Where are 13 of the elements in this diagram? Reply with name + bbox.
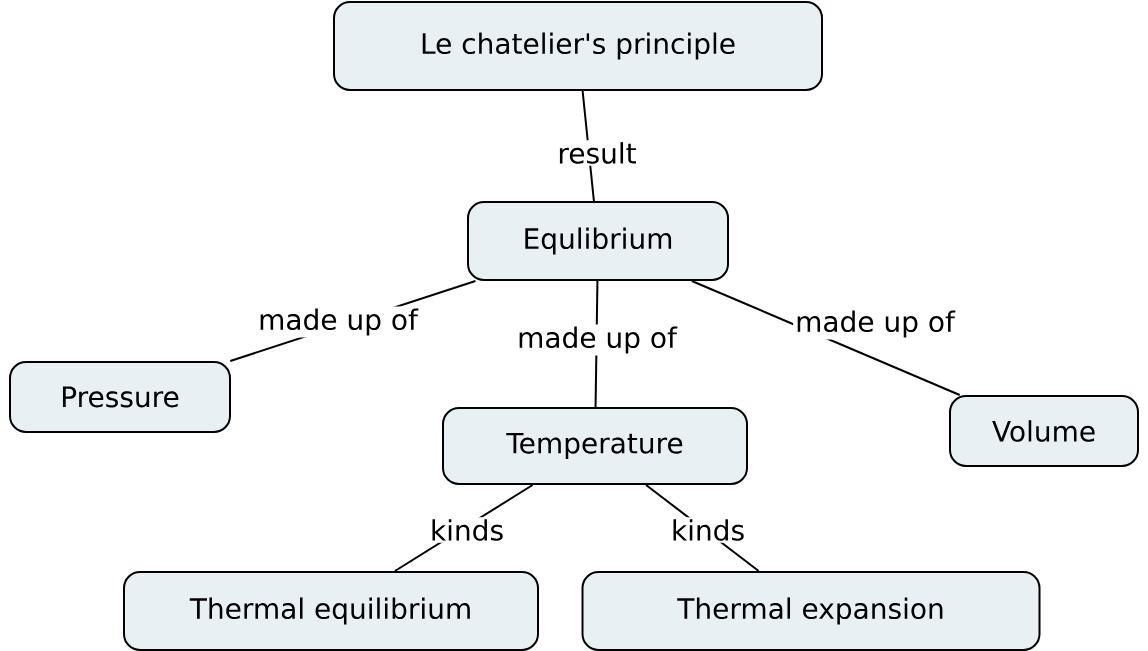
edge-label: made up of [515, 324, 679, 356]
concept-box: Thermal equilibrium [123, 571, 539, 651]
concept-box: Thermal expansion [581, 571, 1041, 651]
concept-box: Pressure [9, 361, 231, 433]
concept-box: Temperature [442, 407, 748, 485]
edge-label: made up of [256, 306, 420, 338]
edge-label: kinds [427, 517, 507, 543]
edge-label: result [555, 140, 639, 166]
concept-box: Le chatelier's principle [333, 1, 823, 91]
edge-label: kinds [668, 517, 748, 543]
edge-label: made up of [793, 308, 957, 340]
concept-box: Equlibrium [467, 201, 729, 281]
concept-box: Volume [949, 395, 1139, 467]
